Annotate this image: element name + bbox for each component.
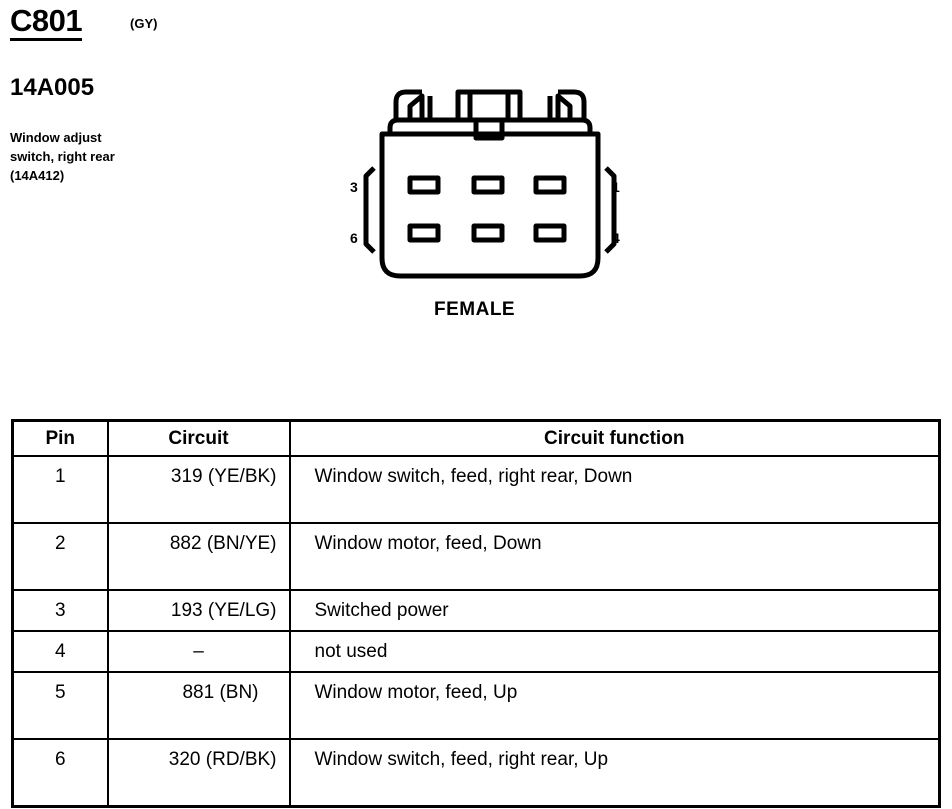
table-row: 1 319 (YE/BK) Window switch, feed, right… [11, 455, 941, 524]
header-function: Circuit function [288, 419, 941, 457]
header-pin: Pin [11, 419, 109, 457]
table-row: 5 881 (BN) Window motor, feed, Up [11, 671, 941, 740]
center-lock [455, 89, 523, 141]
function-cell: not used [288, 630, 941, 673]
pin-cell: 3 [11, 589, 109, 632]
table-row: 6 320 (RD/BK) Window switch, feed, right… [11, 738, 941, 808]
pin-cell: 1 [11, 455, 109, 524]
pin-cell: 4 [11, 630, 109, 673]
cavity-3 [407, 175, 441, 195]
pin-label-3: 3 [350, 179, 358, 195]
table-header-row: Pin Circuit Circuit function [11, 419, 941, 457]
harness-number: 14A005 [10, 74, 95, 101]
housing-top-band [387, 117, 593, 134]
right-latch [604, 166, 617, 254]
right-lock-arm [547, 89, 587, 120]
pin-cell: 5 [11, 671, 109, 740]
circuit-cell: 881 (BN) [106, 671, 291, 740]
description-line: switch, right rear [10, 149, 115, 164]
pin-label-6: 6 [350, 230, 358, 246]
pin-label-4: 4 [612, 230, 620, 246]
description-line: (14A412) [10, 168, 65, 183]
table-row: 4 – not used [11, 630, 941, 673]
connector-face-diagram: 3 6 1 4 [350, 89, 620, 279]
function-cell: Switched power [288, 589, 941, 632]
cavity-1 [533, 175, 567, 195]
pinout-table: Pin Circuit Circuit function 1 319 (YE/B… [11, 419, 941, 808]
gender-label: FEMALE [434, 299, 516, 320]
header-circuit: Circuit [106, 419, 291, 457]
pin-cell: 6 [11, 738, 109, 808]
circuit-cell: 193 (YE/LG) [106, 589, 291, 632]
circuit-cell: 882 (BN/YE) [106, 522, 291, 591]
left-lock-arm [393, 89, 433, 120]
left-latch [363, 166, 376, 254]
circuit-cell: – [106, 630, 291, 673]
cavity-6 [407, 223, 441, 243]
table-row: 2 882 (BN/YE) Window motor, feed, Down [11, 522, 941, 591]
circuit-cell: 319 (YE/BK) [106, 455, 291, 524]
connector-housing [379, 131, 601, 279]
function-cell: Window switch, feed, right rear, Down [288, 455, 941, 524]
function-cell: Window motor, feed, Down [288, 522, 941, 591]
table-row: 3 193 (YE/LG) Switched power [11, 589, 941, 632]
component-description: Window adjust switch, right rear (14A412… [10, 128, 115, 185]
pin-cell: 2 [11, 522, 109, 591]
function-cell: Window motor, feed, Up [288, 671, 941, 740]
function-cell: Window switch, feed, right rear, Up [288, 738, 941, 808]
cavity-5 [471, 223, 505, 243]
connector-color: (GY) [130, 16, 158, 31]
connector-id: C801 [10, 4, 83, 41]
cavity-4 [533, 223, 567, 243]
description-line: Window adjust [10, 130, 102, 145]
pin-label-1: 1 [612, 179, 620, 195]
circuit-cell: 320 (RD/BK) [106, 738, 291, 808]
cavity-2 [471, 175, 505, 195]
